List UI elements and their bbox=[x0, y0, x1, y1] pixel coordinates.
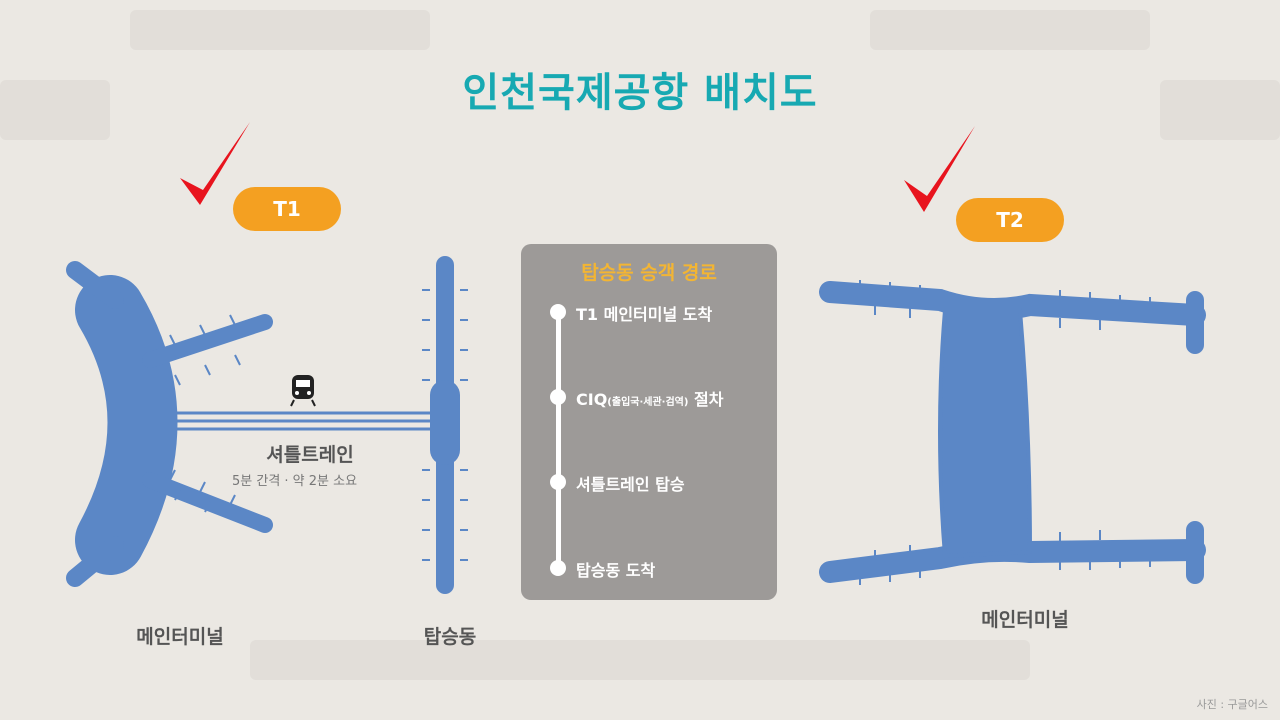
step-dot bbox=[550, 389, 566, 405]
t1-shuttle-line bbox=[165, 411, 440, 431]
page-title: 인천국제공항 배치도 bbox=[462, 70, 818, 116]
step-dot bbox=[550, 560, 566, 576]
t1-main-terminal bbox=[66, 261, 273, 587]
check-icon bbox=[904, 126, 975, 212]
t1-badge: T1 bbox=[233, 187, 341, 231]
background-map bbox=[130, 10, 430, 50]
train-icon bbox=[290, 375, 316, 407]
step-ciq-note: (출입국·세관·검역) bbox=[607, 397, 689, 408]
t1-concourse-label: 탑승동 bbox=[423, 626, 477, 648]
step-dot bbox=[550, 474, 566, 490]
t1-main-label: 메인터미널 bbox=[136, 626, 224, 648]
step-label: 탑승동 도착 bbox=[576, 561, 656, 580]
route-track bbox=[556, 311, 561, 569]
photo-credit: 사진 : 구글어스 bbox=[1196, 698, 1268, 711]
step-ciq-suffix: 절차 bbox=[688, 390, 724, 409]
background-map bbox=[870, 10, 1150, 50]
step-dot bbox=[550, 304, 566, 320]
t1-gates bbox=[169, 289, 468, 561]
background-map bbox=[250, 640, 1030, 680]
background-map bbox=[1160, 80, 1280, 140]
shuttle-label: 셔틀트레인 bbox=[266, 444, 354, 466]
route-panel: 탑승동 승객 경로 T1 메인터미널 도착 CIQ(출입국·세관·검역) 절차 … bbox=[521, 244, 777, 600]
t2-main-terminal bbox=[819, 281, 1206, 584]
step-label: 셔틀트레인 탑승 bbox=[576, 475, 685, 494]
shuttle-info: 5분 간격 · 약 2분 소요 bbox=[232, 474, 358, 489]
t2-main-label: 메인터미널 bbox=[981, 609, 1069, 631]
step-label: T1 메인터미널 도착 bbox=[576, 305, 713, 324]
route-title: 탑승동 승객 경로 bbox=[581, 262, 717, 284]
background-map bbox=[0, 80, 110, 140]
step-label: CIQ(출입국·세관·검역) 절차 bbox=[576, 386, 723, 410]
step-ciq: CIQ bbox=[576, 390, 608, 409]
t2-gates bbox=[859, 280, 1151, 585]
t2-badge: T2 bbox=[956, 198, 1064, 242]
